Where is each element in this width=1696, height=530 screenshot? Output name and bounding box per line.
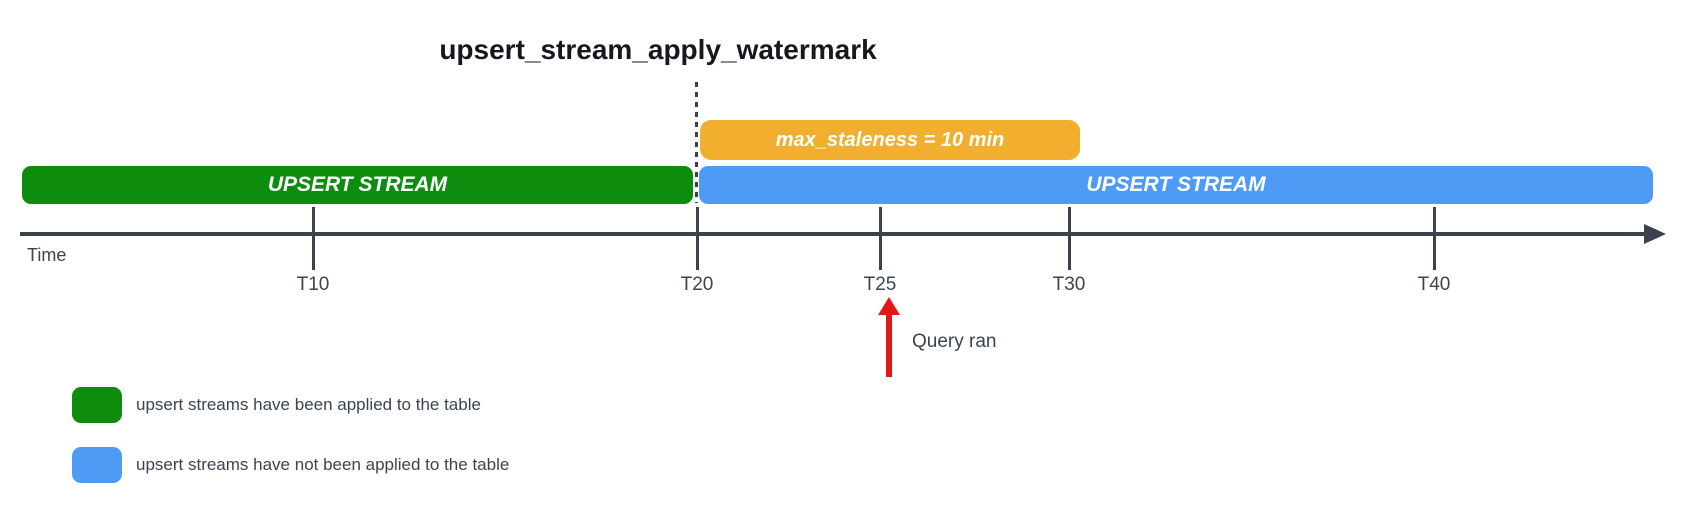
time-axis-arrowhead-icon [1644, 224, 1666, 244]
diagram-title: upsert_stream_apply_watermark [439, 34, 877, 65]
upsert-stream-not-applied-bar: UPSERT STREAM [699, 166, 1653, 204]
upsert-stream-applied-label: UPSERT STREAM [267, 173, 448, 196]
query-ran-arrow-shaft [886, 313, 892, 377]
upsert-stream-not-applied-label: UPSERT STREAM [1086, 173, 1266, 196]
tick-label-t30: T30 [1052, 274, 1086, 295]
tick-t10 [311, 207, 315, 270]
watermark-dotted-line [695, 82, 698, 203]
legend-label-not-applied: upsert streams have not been applied to … [136, 455, 510, 474]
tick-t20 [695, 207, 699, 270]
time-axis-label: Time [27, 245, 67, 265]
query-ran-arrow-icon [878, 297, 900, 315]
tick-label-t25: T25 [863, 274, 897, 295]
max-staleness-label: max_staleness = 10 min [775, 128, 1005, 151]
legend-swatch-not-applied [72, 447, 122, 483]
upsert-stream-applied-bar: UPSERT STREAM [22, 166, 693, 204]
query-ran-label: Query ran [912, 331, 997, 352]
legend-label-applied: upsert streams have been applied to the … [136, 395, 481, 414]
tick-label-t20: T20 [680, 274, 714, 295]
tick-t25 [878, 207, 882, 270]
max-staleness-bar: max_staleness = 10 min [700, 120, 1080, 160]
tick-label-t40: T40 [1417, 274, 1451, 295]
time-axis-line [20, 232, 1648, 236]
tick-t40 [1432, 207, 1436, 270]
tick-t30 [1067, 207, 1071, 270]
legend-swatch-applied [72, 387, 122, 423]
tick-label-t10: T10 [296, 274, 330, 295]
